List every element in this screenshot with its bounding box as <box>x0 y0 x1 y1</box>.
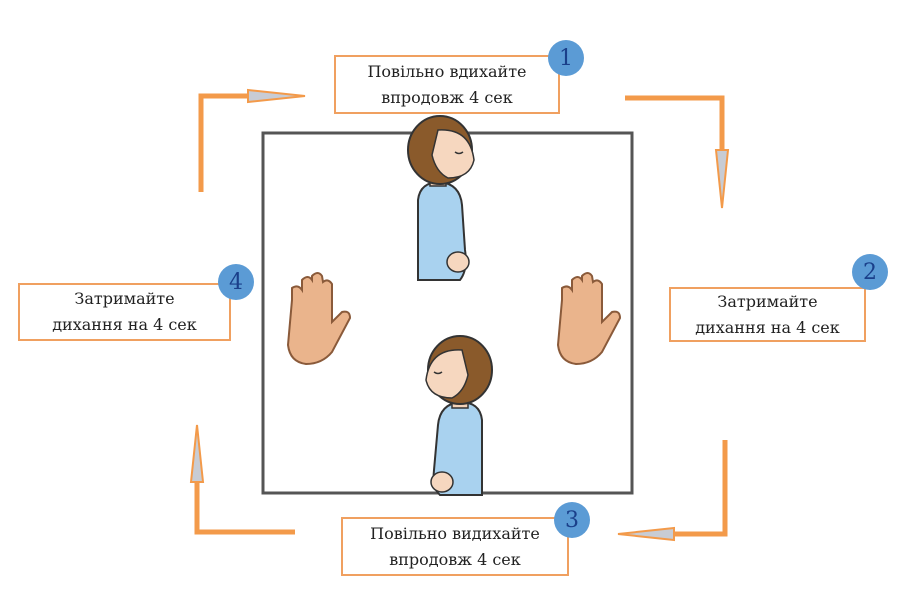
step-3-line2: впродовж 4 сек <box>389 549 521 569</box>
step-4-badge: 4 <box>218 264 254 300</box>
step-2-box: Затримайте дихання на 4 сек <box>669 287 866 342</box>
step-4-line2: дихання на 4 сек <box>52 315 197 334</box>
step-1-line1: Повільно вдихайте <box>367 61 527 81</box>
arrow-bottom-right <box>672 440 728 537</box>
arrow-top-left <box>198 93 250 192</box>
step-3-box: Повільно видихайте впродовж 4 сек <box>341 517 569 576</box>
arrow-bottom-left <box>194 480 295 535</box>
step-2-line1: Затримайте <box>717 291 818 311</box>
step-1-line2: впродовж 4 сек <box>381 87 513 107</box>
hold-hand-left-icon <box>286 272 352 366</box>
step-1-box: Повільно вдихайте впродовж 4 сек <box>334 55 560 114</box>
cycle-arrows <box>194 93 728 537</box>
step-2-line2: дихання на 4 сек <box>695 317 840 337</box>
arrowhead-left <box>617 526 675 542</box>
step-4-box: Затримайте дихання на 4 сек <box>18 283 231 341</box>
step-1-badge: 1 <box>548 40 584 76</box>
arrowhead-down <box>714 149 730 209</box>
arrowheads <box>189 88 730 542</box>
arrowhead-up <box>189 424 205 483</box>
person-inhale-illustration <box>407 115 475 281</box>
step-4-line1: Затримайте <box>74 289 175 308</box>
hold-hand-right-icon <box>556 272 622 366</box>
step-3-line1: Повільно видихайте <box>370 523 540 543</box>
arrowhead-right <box>247 88 306 104</box>
step-2-badge: 2 <box>852 254 888 290</box>
person-exhale-illustration <box>425 335 493 496</box>
arrow-top-right <box>625 95 725 150</box>
step-3-badge: 3 <box>554 502 590 538</box>
